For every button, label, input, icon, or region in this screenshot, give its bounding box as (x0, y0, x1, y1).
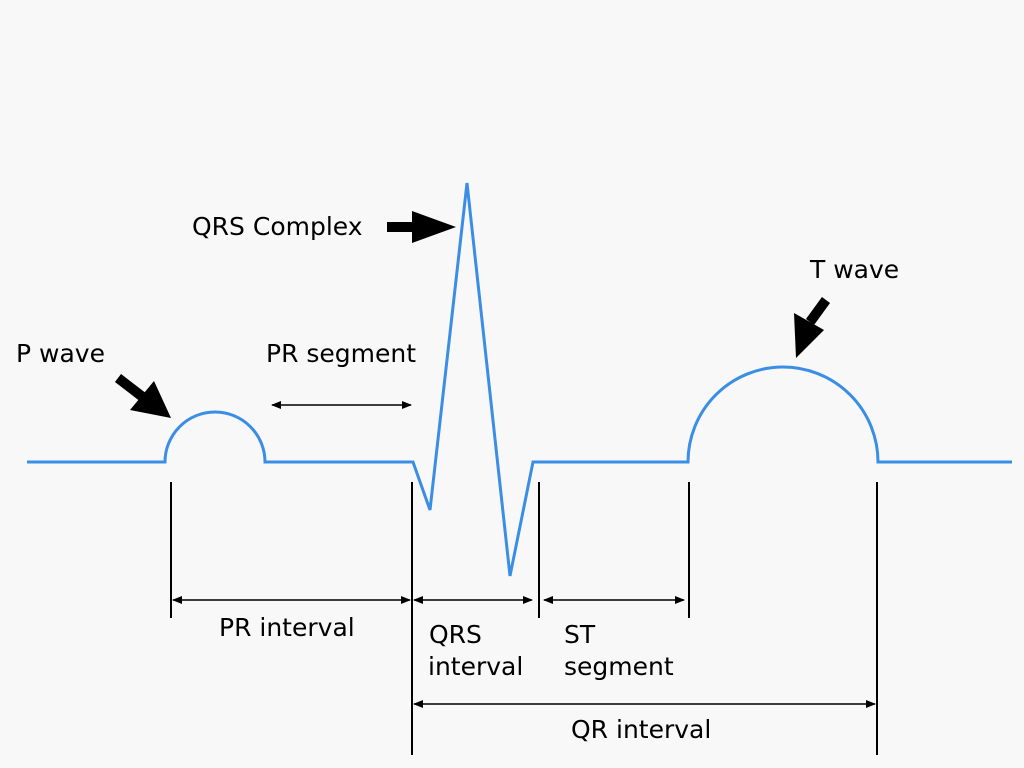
qrs-interval-label-line1: QRS (429, 620, 482, 649)
p-wave-label: P wave (16, 339, 105, 368)
t-wave-pointer-arrow (794, 297, 831, 358)
st-segment-label-line1: ST (564, 620, 596, 649)
p-wave-pointer-arrow (114, 374, 171, 418)
qrs-interval-label-line2: interval (428, 652, 523, 681)
ecg-waveform (27, 182, 1012, 577)
qrs-complex-pointer-arrow (387, 211, 456, 243)
t-wave-label: T wave (809, 255, 899, 284)
qr-interval-label: QR interval (571, 715, 711, 744)
qrs-complex-label: QRS Complex (192, 212, 363, 241)
pr-interval-label: PR interval (219, 613, 355, 642)
st-segment-label-line2: segment (564, 652, 674, 681)
pr-segment-label: PR segment (266, 339, 416, 368)
